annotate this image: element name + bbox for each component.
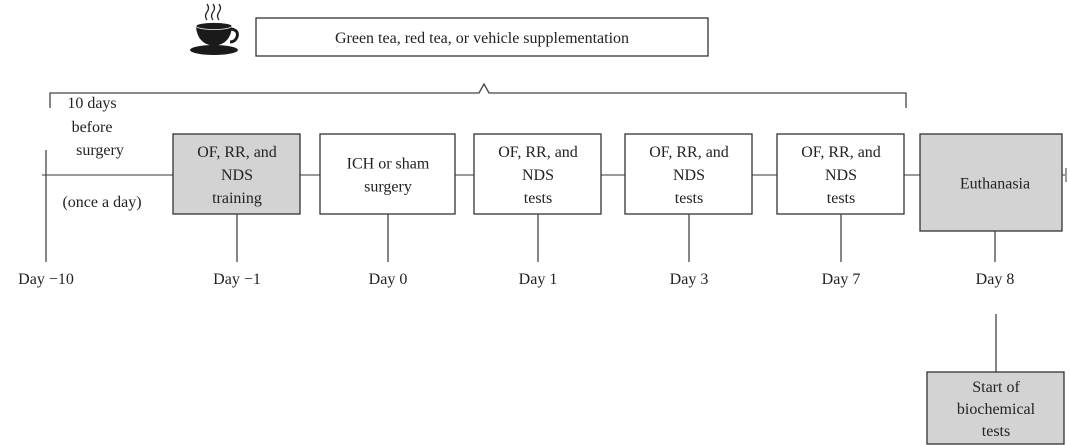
step-2-text-2: tests (524, 190, 552, 207)
step-box-2 (473, 133, 602, 215)
step-2-text-1: NDS (522, 167, 554, 184)
supplementation-label: Green tea, red tea, or vehicle supplemen… (335, 30, 629, 47)
step-5-text-0: Euthanasia (960, 176, 1030, 193)
step-2-text-0: OF, RR, and (498, 144, 578, 161)
day-label-3: Day 3 (670, 271, 709, 288)
step-3-text-0: OF, RR, and (649, 144, 729, 161)
step-4-text-1: NDS (825, 167, 857, 184)
day-label-2: Day 1 (519, 271, 558, 288)
step-box-3 (624, 133, 753, 215)
biochem-line2: biochemical (957, 401, 1036, 418)
step-1-text-0: ICH or sham (347, 156, 430, 173)
supplementation-box (255, 17, 709, 57)
day-label-0: Day −1 (213, 271, 261, 288)
biochem-line1: Start of (972, 379, 1020, 396)
step-box-1 (319, 133, 456, 215)
step-box-5 (919, 133, 1063, 232)
step-0-text-1: NDS (221, 167, 253, 184)
step-3-text-2: tests (675, 190, 703, 207)
step-1-text-1: surgery (364, 179, 412, 196)
step-0-text-2: training (212, 190, 262, 207)
day-label-4: Day 7 (822, 271, 861, 288)
pre-period-line2: before (72, 119, 113, 136)
pre-period-frequency: (once a day) (62, 194, 141, 211)
step-4-text-0: OF, RR, and (801, 144, 881, 161)
pre-period-line3: surgery (76, 142, 124, 159)
step-3-text-1: NDS (673, 167, 705, 184)
biochem-line3: tests (982, 423, 1010, 440)
day-label-1: Day 0 (369, 271, 408, 288)
teacup-icon (190, 3, 239, 55)
step-4-text-2: tests (827, 190, 855, 207)
step-box-4 (776, 133, 905, 215)
day-label-start: Day −10 (18, 271, 74, 288)
biochem-box (926, 371, 1065, 445)
step-0-text-0: OF, RR, and (197, 144, 277, 161)
pre-period-line1: 10 days (67, 95, 116, 112)
supplementation-bracket (49, 82, 907, 108)
day-label-5: Day 8 (976, 271, 1015, 288)
step-box-0 (172, 133, 301, 215)
